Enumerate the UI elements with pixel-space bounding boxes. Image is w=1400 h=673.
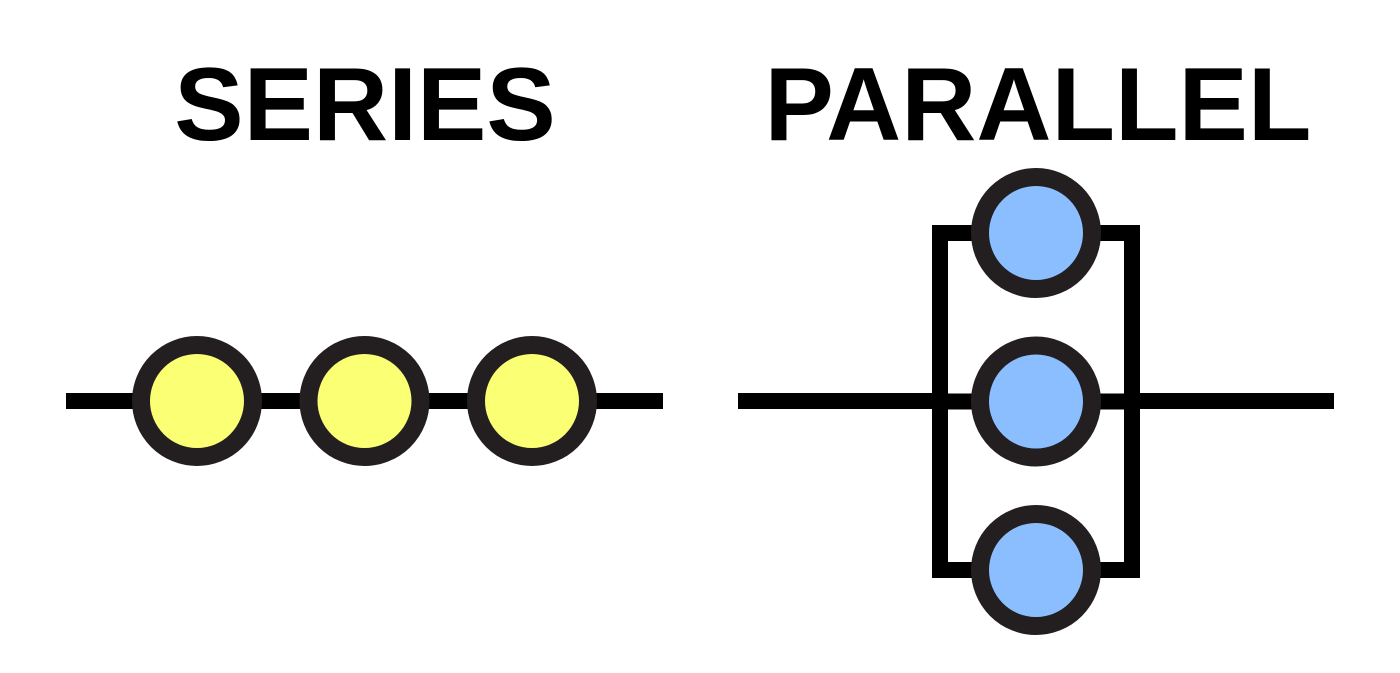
parallel-circuit (738, 168, 1334, 635)
parallel-bulb-2 (971, 336, 1101, 467)
series-bulb-1 (132, 336, 262, 466)
series-title: SERIES (174, 47, 555, 163)
parallel-bulb-3 (971, 505, 1101, 635)
series-bulb-2 (299, 336, 430, 466)
series-bulb-3 (467, 336, 597, 466)
series-circuit (66, 336, 663, 466)
parallel-bulb-1 (971, 168, 1101, 298)
parallel-title: PARALLEL (765, 47, 1312, 163)
